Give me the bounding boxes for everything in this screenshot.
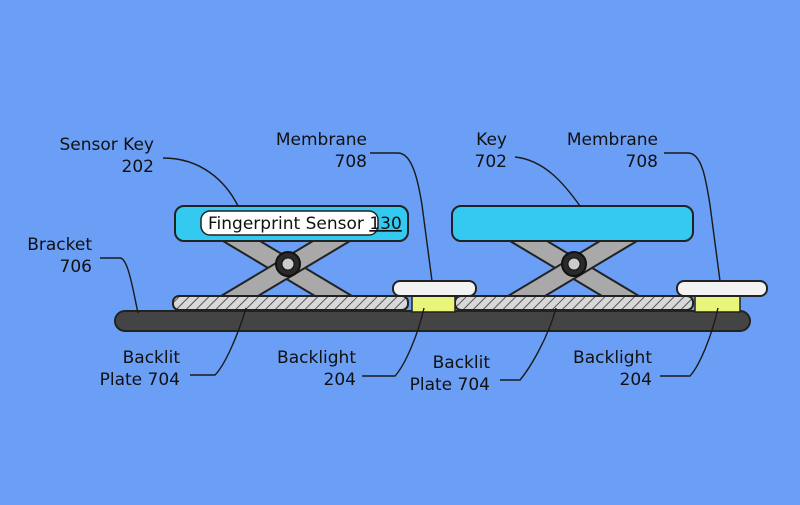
fingerprint-sensor-box	[200, 210, 379, 236]
scissor-mechanism-left	[214, 237, 359, 297]
leader-backlit-plate-right	[500, 307, 557, 381]
membrane-left	[392, 280, 477, 297]
bracket-bar	[114, 310, 751, 332]
label-bracket-name: Bracket	[27, 235, 92, 255]
scissor-mechanism-right	[501, 237, 646, 297]
label-sensor-key-name: Sensor Key	[60, 135, 155, 155]
label-backlight-left-name: Backlight	[277, 348, 356, 368]
label-backlight-right: Backlight 204	[573, 348, 652, 390]
leader-key	[514, 156, 581, 207]
label-backlit-plate-left: Backlit Plate 704	[100, 348, 181, 390]
label-bracket: Bracket 706	[27, 235, 92, 277]
label-key-name: Key	[476, 130, 507, 150]
fingerprint-sensor-label: Fingerprint Sensor 130	[208, 214, 402, 234]
label-backlit-plate-left-name: Backlit	[123, 348, 181, 368]
label-sensor-key-ref: 202	[122, 157, 154, 177]
backlit-plate-right	[454, 295, 694, 311]
label-membrane-left-name: Membrane	[276, 130, 367, 150]
label-key-ref: 702	[475, 152, 507, 172]
leader-membrane-left	[370, 152, 433, 282]
leader-bracket	[100, 257, 139, 314]
label-backlight-right-ref: 204	[620, 370, 652, 390]
label-membrane-left: Membrane 708	[276, 130, 367, 172]
label-backlight-right-name: Backlight	[573, 348, 652, 368]
fingerprint-sensor-ref: 130	[369, 214, 401, 234]
label-backlight-left-ref: 204	[324, 370, 356, 390]
label-sensor-key: Sensor Key 202	[60, 135, 155, 177]
label-membrane-right-ref: 708	[626, 152, 658, 172]
label-membrane-right-name: Membrane	[567, 130, 658, 150]
label-bracket-ref: 706	[60, 257, 92, 277]
label-membrane-right: Membrane 708	[567, 130, 658, 172]
label-backlit-plate-right-name: Backlit	[433, 353, 491, 373]
leader-sensor-key	[162, 157, 239, 207]
leader-backlit-plate-left	[190, 307, 247, 376]
leader-backlight-right	[660, 307, 719, 377]
label-backlit-plate-left-ref: Plate 704	[100, 370, 180, 390]
keycap	[451, 205, 694, 242]
label-key: Key 702	[475, 130, 507, 172]
backlit-plate-left	[172, 295, 409, 311]
leader-backlight-left	[362, 307, 425, 377]
leader-membrane-right	[664, 152, 721, 282]
membrane-right	[676, 280, 768, 297]
label-backlit-plate-right-ref: Plate 704	[410, 375, 490, 395]
label-membrane-left-ref: 708	[335, 152, 367, 172]
label-backlit-plate-right: Backlit Plate 704	[410, 353, 491, 395]
label-backlight-left: Backlight 204	[277, 348, 356, 390]
